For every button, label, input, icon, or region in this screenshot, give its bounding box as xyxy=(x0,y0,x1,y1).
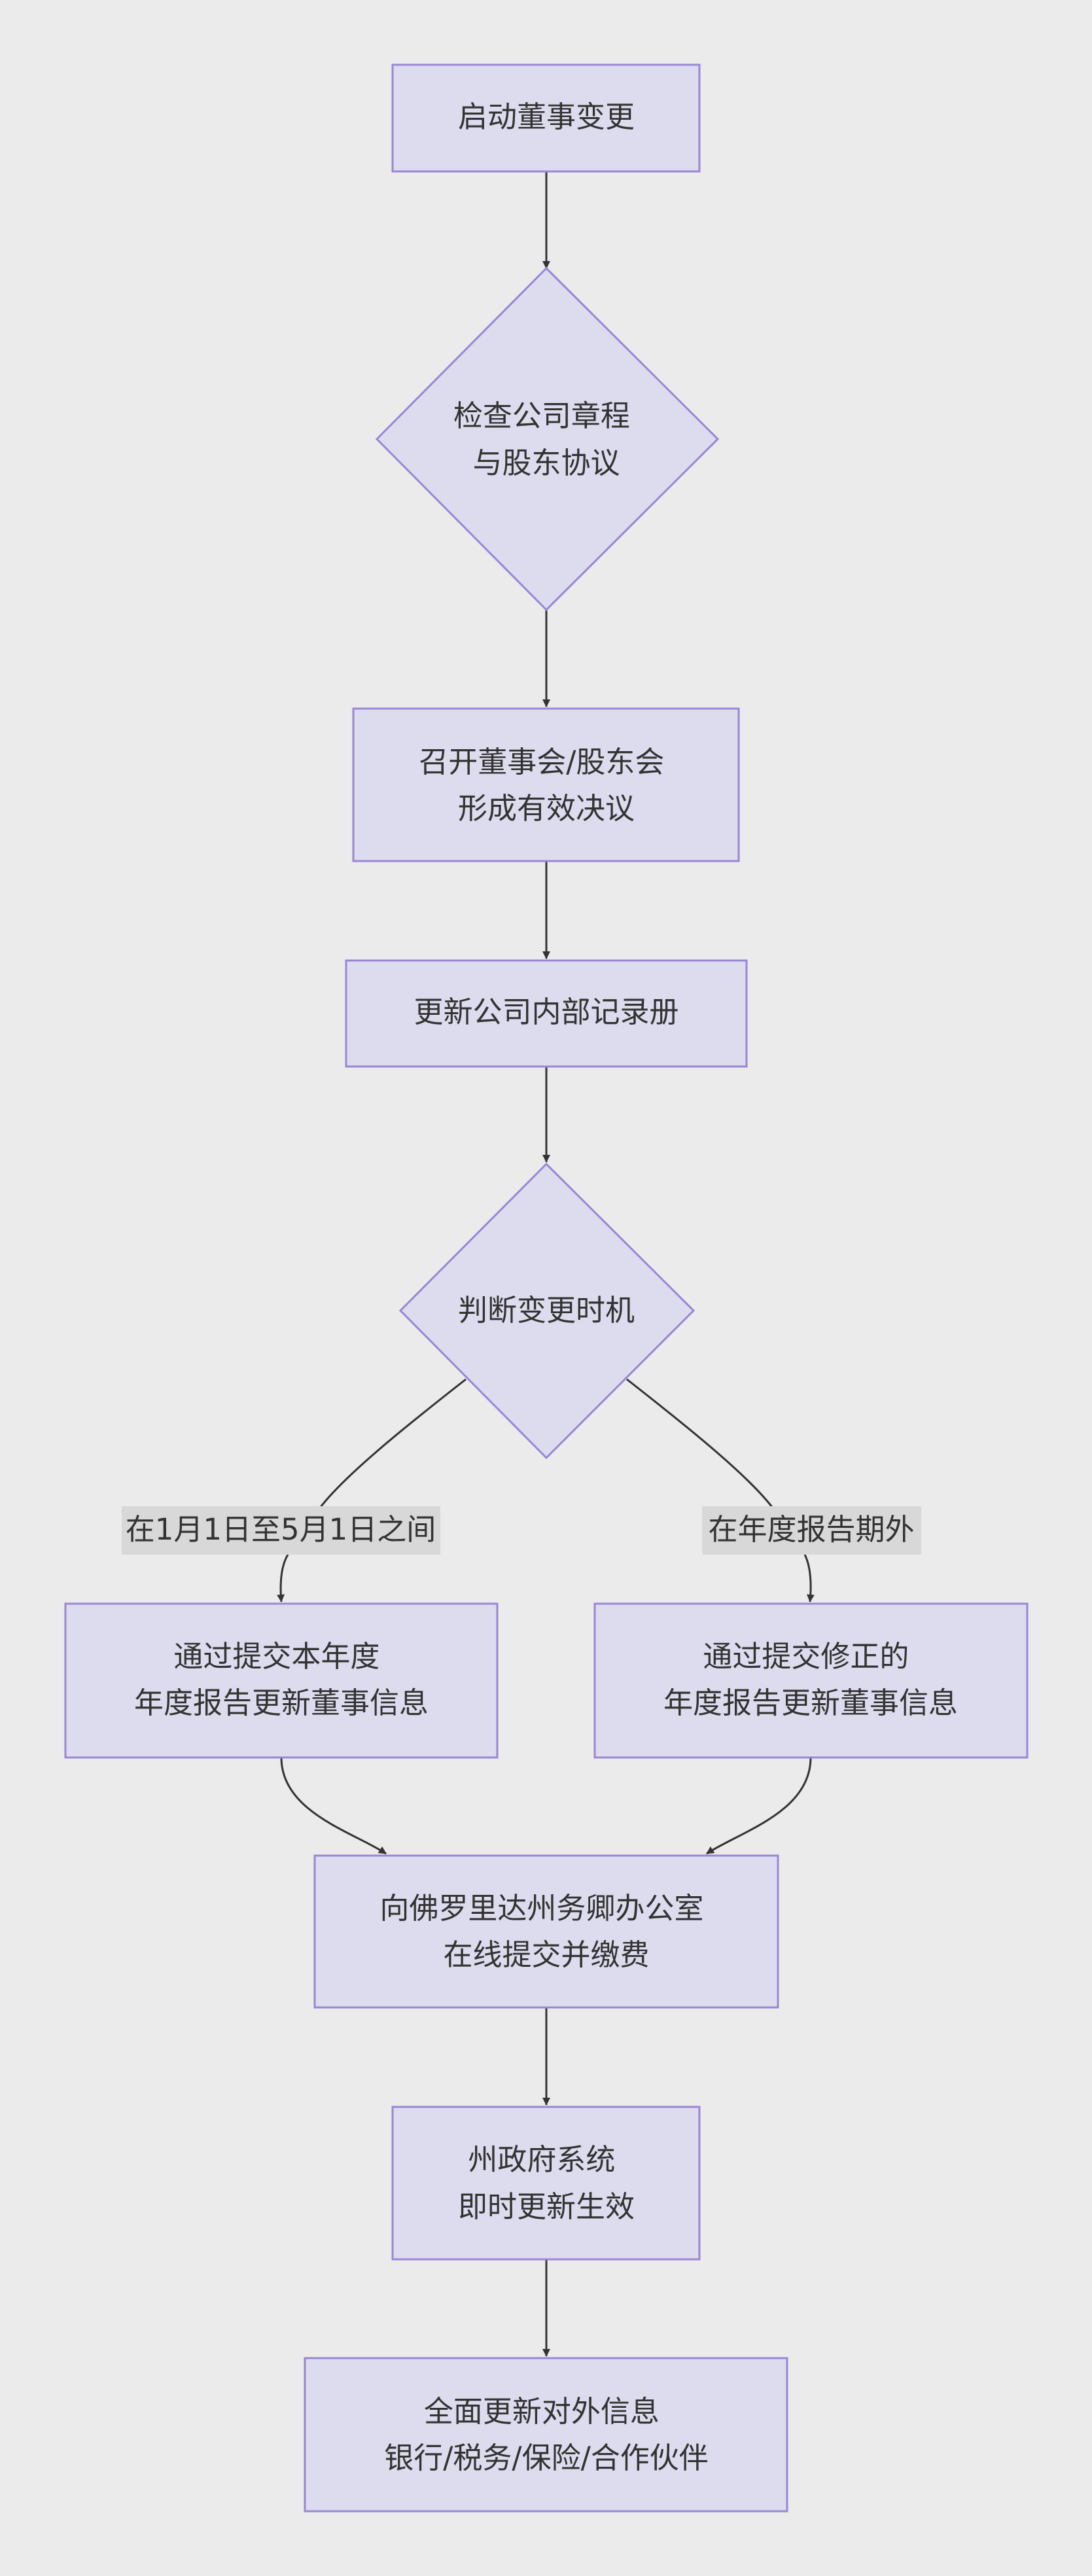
node-meeting-line2: 形成有效决议 xyxy=(458,791,635,826)
edge-label-outside-window-text: 在年度报告期外 xyxy=(708,1512,914,1547)
svg-text:通过提交本年度 年度报告更新董事信息: 通过提交本年度 年度报告更新董事信息 xyxy=(134,1639,429,1720)
node-external-update: 全面更新对外信息 银行/税务/保险/合作伙伴 xyxy=(304,2357,788,2513)
node-timing-label: 判断变更时机 xyxy=(458,1293,635,1328)
node-external-line1: 全面更新对外信息 xyxy=(424,2394,660,2429)
node-system-line2: 即时更新生效 xyxy=(458,2189,635,2224)
node-submit-line1: 向佛罗里达州务卿办公室 xyxy=(379,1891,703,1926)
edge-annual-to-submit xyxy=(280,1757,387,1855)
node-annual-report: 通过提交本年度 年度报告更新董事信息 xyxy=(64,1602,499,1759)
node-records: 更新公司内部记录册 xyxy=(345,959,748,1068)
node-submit: 向佛罗里达州务卿办公室 在线提交并缴费 xyxy=(313,1854,779,2009)
edge-timing-to-annual xyxy=(316,1378,467,1512)
svg-text:检查公司章程 与股东协议: 检查公司章程 与股东协议 xyxy=(453,398,639,480)
node-start: 启动董事变更 xyxy=(391,63,701,173)
node-external-line2: 银行/税务/保险/合作伙伴 xyxy=(384,2441,708,2475)
edge-label-to-amended xyxy=(803,1554,815,1602)
svg-text:启动董事变更: 启动董事变更 xyxy=(458,99,635,134)
svg-text:全面更新对外信息 银行/税务/保险/合作伙伴: 全面更新对外信息 银行/税务/保险/合作伙伴 xyxy=(384,2394,708,2475)
node-meeting: 召开董事会/股东会 形成有效决议 xyxy=(352,707,740,862)
edge-amended-to-submit xyxy=(706,1757,812,1855)
node-meeting-line1: 召开董事会/股东会 xyxy=(419,745,664,779)
node-annual-line1: 通过提交本年度 xyxy=(173,1639,379,1674)
node-amended-line2: 年度报告更新董事信息 xyxy=(663,1685,958,1720)
svg-text:州政府系统 即时更新生效: 州政府系统 即时更新生效 xyxy=(458,2142,635,2224)
node-submit-line2: 在线提交并缴费 xyxy=(443,1937,649,1972)
edge-timing-to-amended xyxy=(626,1378,777,1512)
node-amended-report: 通过提交修正的 年度报告更新董事信息 xyxy=(593,1602,1029,1759)
node-records-label: 更新公司内部记录册 xyxy=(414,995,678,1029)
svg-text:向佛罗里达州务卿办公室 在线提交并缴费: 向佛罗里达州务卿办公室 在线提交并缴费 xyxy=(379,1891,713,1972)
svg-text:通过提交修正的 年度报告更新董事信息: 通过提交修正的 年度报告更新董事信息 xyxy=(663,1639,958,1720)
node-amended-line1: 通过提交修正的 xyxy=(703,1639,909,1674)
node-timing-decision: 判断变更时机 xyxy=(398,1162,696,1460)
svg-text:召开董事会/股东会 形成有效决议: 召开董事会/股东会 形成有效决议 xyxy=(419,745,673,826)
node-system-line1: 州政府系统 xyxy=(468,2142,615,2177)
node-annual-line2: 年度报告更新董事信息 xyxy=(134,1685,429,1720)
edge-label-in-window: 在1月1日至5月1日之间 xyxy=(122,1506,440,1555)
svg-text:更新公司内部记录册: 更新公司内部记录册 xyxy=(414,995,678,1029)
node-check-decision: 检查公司章程 与股东协议 xyxy=(375,266,720,612)
edge-label-to-annual xyxy=(277,1554,289,1602)
node-check-line2: 与股东协议 xyxy=(472,446,620,480)
node-start-label: 启动董事变更 xyxy=(458,99,635,134)
svg-text:判断变更时机: 判断变更时机 xyxy=(458,1293,635,1328)
node-state-system: 州政府系统 即时更新生效 xyxy=(391,2106,701,2261)
edge-label-outside-window: 在年度报告期外 xyxy=(702,1506,921,1555)
edge-label-in-window-text: 在1月1日至5月1日之间 xyxy=(126,1512,436,1547)
node-check-line1: 检查公司章程 xyxy=(453,398,630,433)
